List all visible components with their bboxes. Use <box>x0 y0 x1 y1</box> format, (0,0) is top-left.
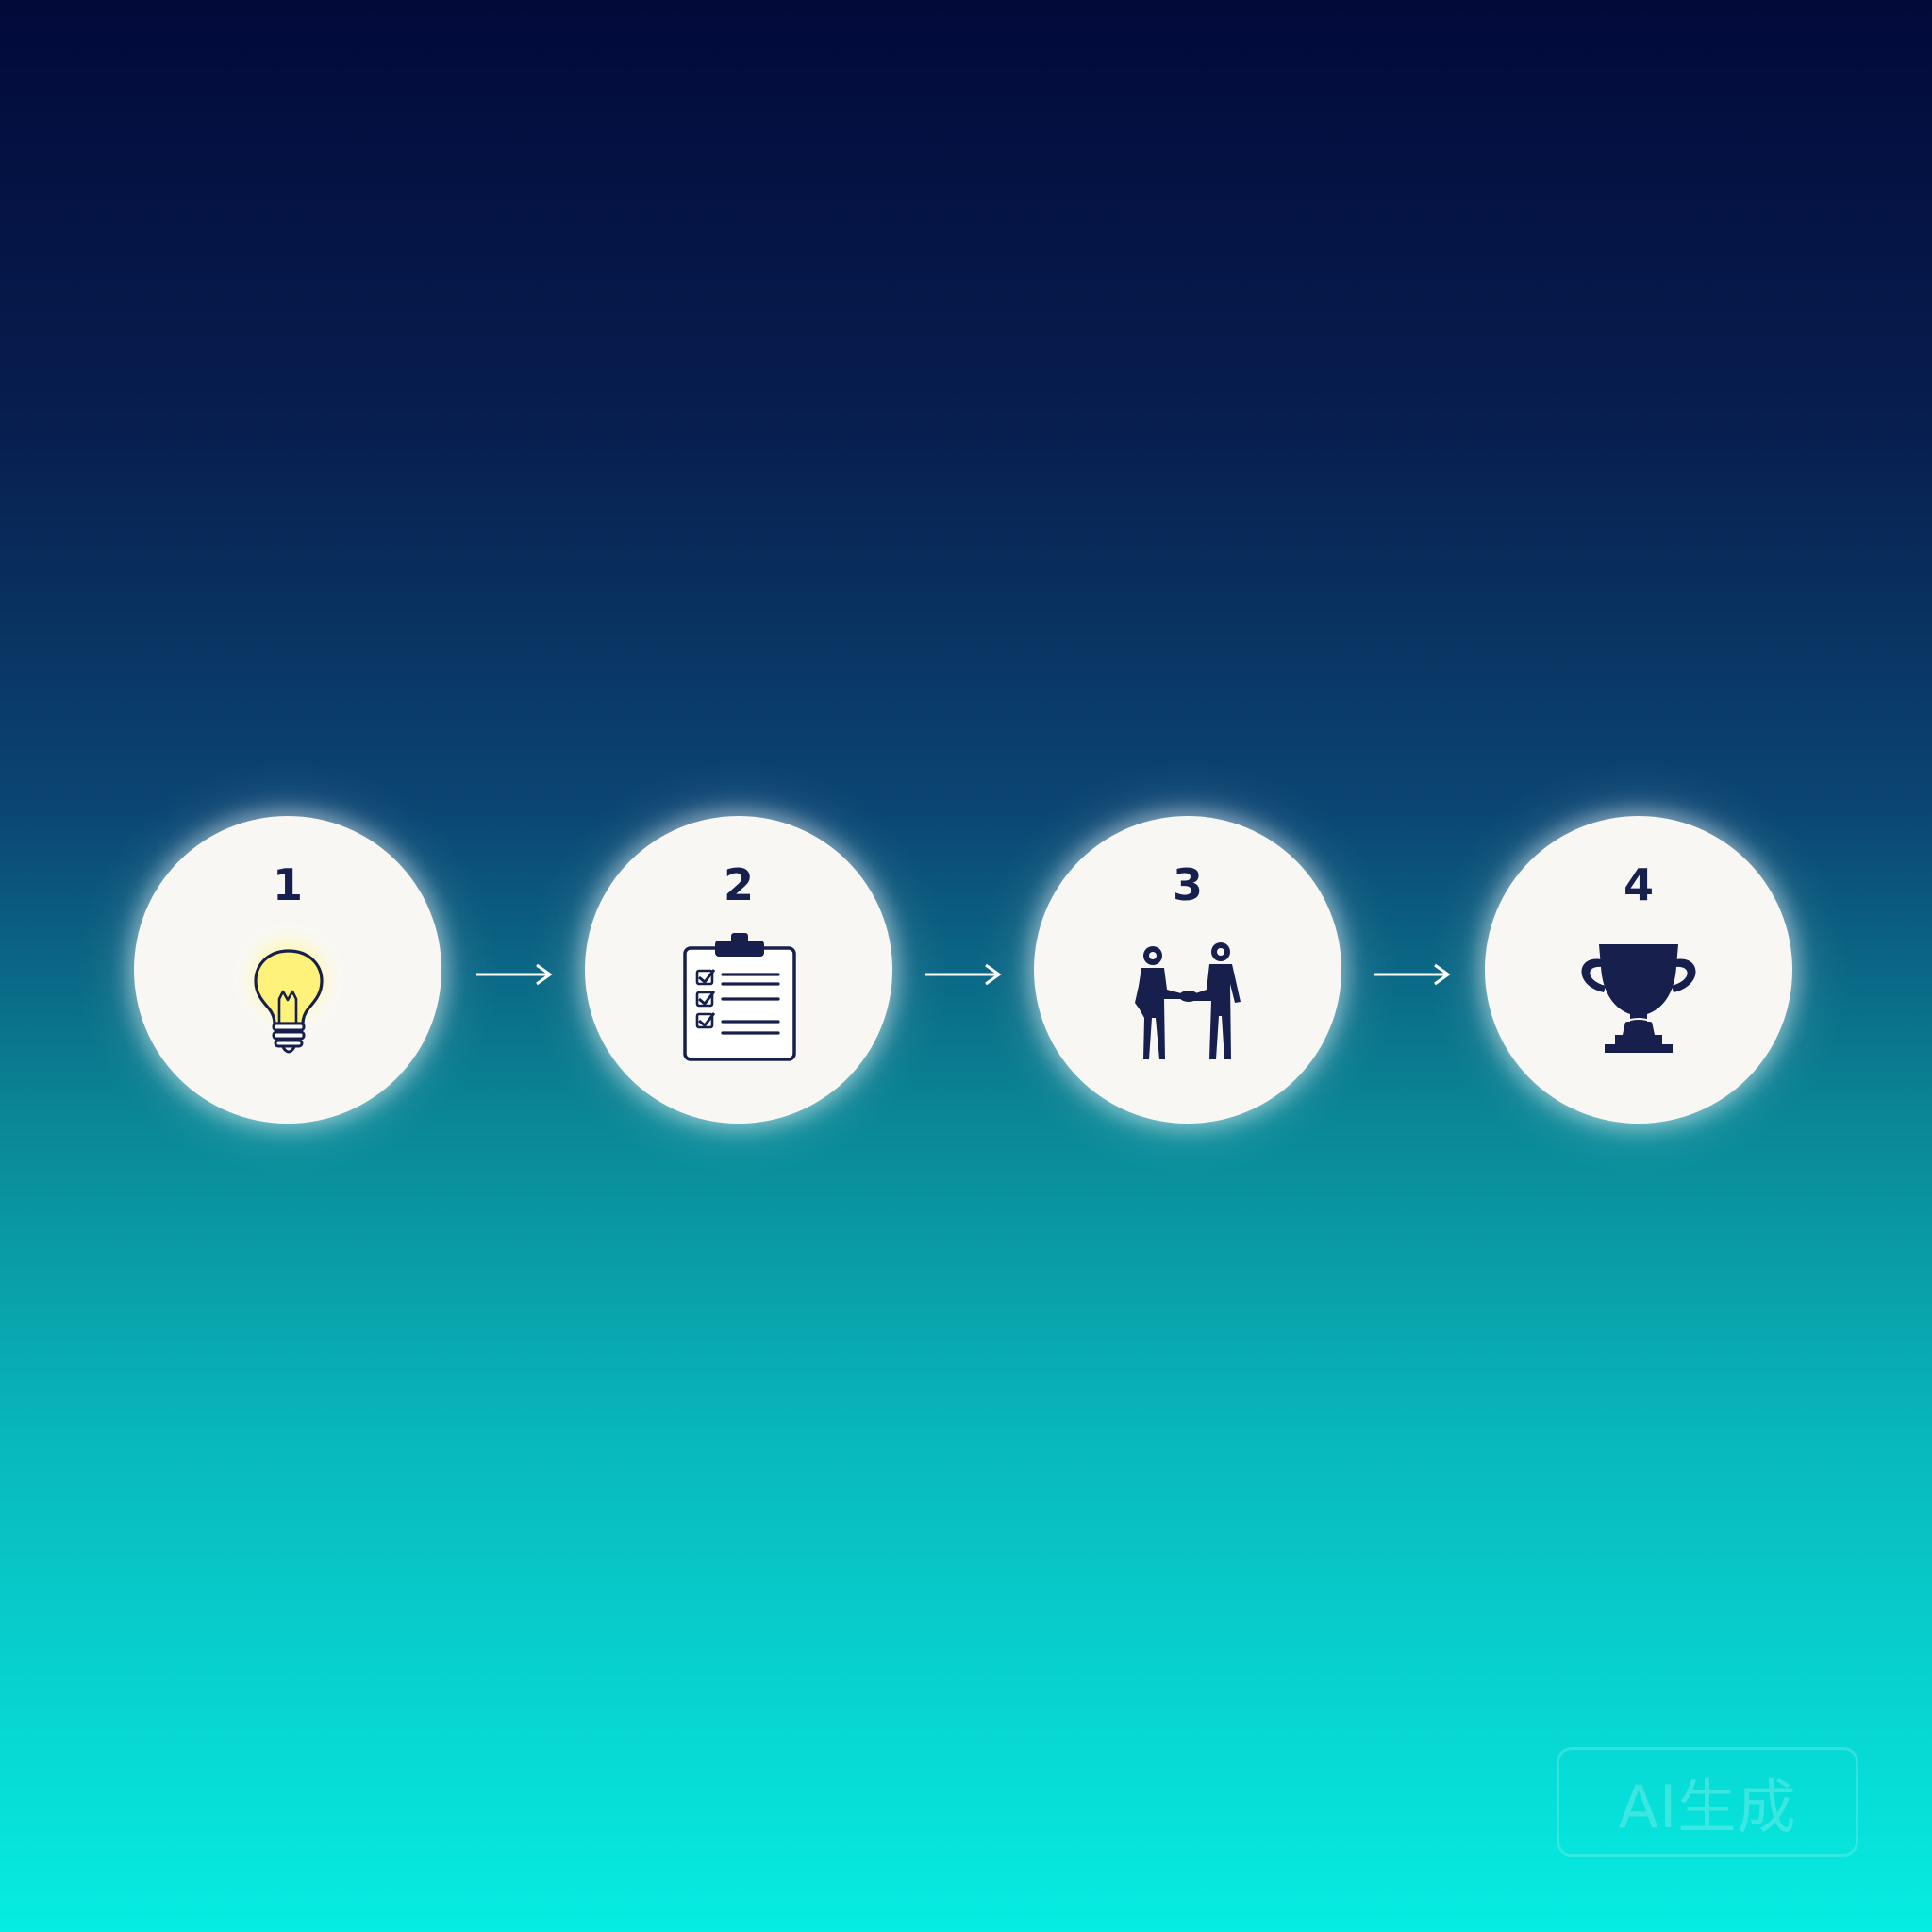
trophy-icon <box>1581 944 1696 1053</box>
step-number: 4 <box>1623 859 1654 910</box>
step-1-circle: 1 <box>134 816 441 1124</box>
step-4-circle: 4 <box>1485 816 1792 1124</box>
arrow-icon <box>925 963 1002 986</box>
arrow-icon <box>476 963 553 986</box>
ai-generated-watermark: AI生成 <box>1557 1747 1858 1857</box>
arrow-icon <box>1374 963 1451 986</box>
step-number: 2 <box>723 859 754 910</box>
step-2-circle: 2 <box>585 816 892 1124</box>
lightbulb-icon <box>230 920 347 1054</box>
step-3-circle: 3 <box>1034 816 1341 1124</box>
step-number: 1 <box>272 859 303 910</box>
handshake-icon <box>1135 942 1241 1059</box>
step-number: 3 <box>1172 859 1203 910</box>
clipboard-checklist-icon <box>683 933 796 1061</box>
